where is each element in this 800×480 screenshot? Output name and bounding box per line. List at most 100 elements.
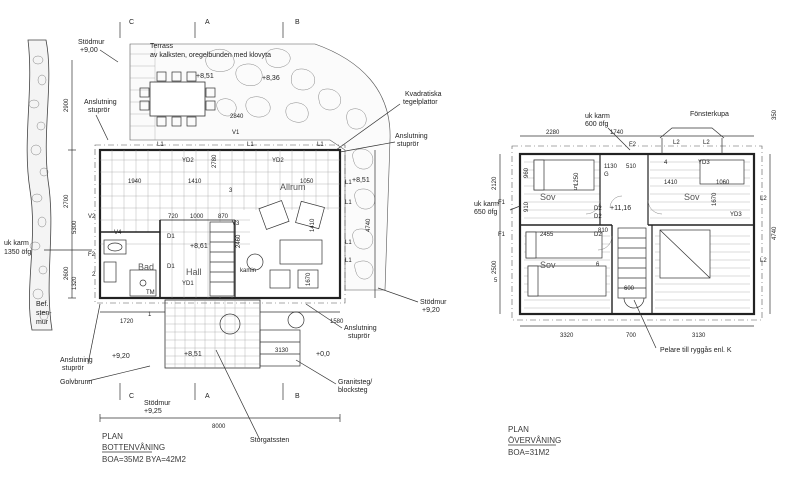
svg-text:4740: 4740 bbox=[772, 226, 778, 240]
svg-text:2600: 2600 bbox=[64, 266, 70, 280]
svg-text:uk karm: uk karm bbox=[474, 201, 499, 208]
svg-text:720: 720 bbox=[168, 214, 179, 220]
svg-text:8000: 8000 bbox=[212, 424, 226, 430]
svg-text:350: 350 bbox=[772, 109, 778, 120]
svg-text:blocksteg: blocksteg bbox=[338, 387, 368, 394]
bathroom-fixtures bbox=[103, 239, 157, 297]
svg-text:+9,20: +9,20 bbox=[422, 307, 440, 314]
svg-text:Golvbrunn: Golvbrunn bbox=[60, 379, 92, 386]
svg-text:510: 510 bbox=[626, 164, 637, 170]
svg-text:C: C bbox=[129, 393, 134, 400]
stair-hall bbox=[209, 221, 235, 297]
svg-text:L1: L1 bbox=[345, 258, 352, 264]
living-room-furniture bbox=[246, 200, 325, 289]
svg-text:L2: L2 bbox=[673, 140, 680, 146]
svg-text:B: B bbox=[295, 393, 300, 400]
svg-text:+9,20: +9,20 bbox=[112, 353, 130, 360]
upper-stair bbox=[617, 227, 647, 309]
svg-text:+9,00: +9,00 bbox=[80, 47, 98, 54]
svg-text:1740: 1740 bbox=[610, 130, 624, 136]
svg-text:2460: 2460 bbox=[236, 234, 242, 248]
svg-text:2780: 2780 bbox=[212, 154, 218, 168]
svg-text:1410: 1410 bbox=[310, 218, 316, 232]
svg-text:700: 700 bbox=[626, 333, 637, 339]
svg-text:L2: L2 bbox=[760, 196, 767, 202]
svg-text:D2: D2 bbox=[594, 232, 602, 238]
svg-text:1720: 1720 bbox=[120, 319, 134, 325]
upper-door-swings bbox=[585, 195, 663, 251]
stone-wall-left bbox=[26, 39, 53, 331]
svg-text:1670: 1670 bbox=[306, 272, 312, 286]
svg-text:Stödmur: Stödmur bbox=[420, 299, 447, 306]
upper-tags: F2 L2 L2 YD3 F1 F1 D2 D2 D2 YD3 L2 L2 4 … bbox=[494, 140, 767, 284]
svg-text:600: 600 bbox=[624, 286, 635, 292]
svg-text:Stödmur: Stödmur bbox=[78, 39, 105, 46]
upper-foundation-outline bbox=[511, 145, 763, 321]
svg-text:BOTTENVÅNING: BOTTENVÅNING bbox=[102, 443, 165, 452]
entrance-paving bbox=[164, 299, 305, 369]
svg-text:1250: 1250 bbox=[574, 172, 580, 186]
svg-text:4: 4 bbox=[664, 160, 668, 166]
svg-text:870: 870 bbox=[218, 214, 229, 220]
svg-text:V1: V1 bbox=[232, 130, 240, 136]
level-1116: +11,16 bbox=[610, 205, 631, 212]
svg-text:D1: D1 bbox=[167, 264, 175, 270]
svg-text:Anslutning: Anslutning bbox=[344, 325, 377, 332]
svg-text:+8,51: +8,51 bbox=[184, 351, 202, 358]
svg-text:2700: 2700 bbox=[64, 194, 70, 208]
svg-text:YD3: YD3 bbox=[698, 160, 710, 166]
axis-markers-bottom: C A B bbox=[119, 383, 300, 400]
room-label-sov-1: Sov bbox=[540, 192, 556, 202]
svg-text:1050: 1050 bbox=[300, 179, 314, 185]
svg-text:6: 6 bbox=[596, 262, 600, 268]
svg-text:2455: 2455 bbox=[540, 232, 554, 238]
svg-text:2120: 2120 bbox=[492, 176, 498, 190]
svg-text:Stödmur: Stödmur bbox=[144, 400, 171, 407]
svg-text:F1: F1 bbox=[498, 200, 506, 206]
svg-text:tegelplattor: tegelplattor bbox=[403, 99, 438, 106]
svg-text:F2: F2 bbox=[88, 252, 96, 258]
svg-text:D1: D1 bbox=[167, 234, 175, 240]
svg-text:av kalksten, oregelbunden med: av kalksten, oregelbunden med klovyta bbox=[150, 52, 271, 59]
svg-text:L1: L1 bbox=[247, 142, 254, 148]
upper-beds bbox=[525, 159, 745, 297]
upper-leader-lines bbox=[509, 127, 657, 349]
svg-text:D2: D2 bbox=[594, 206, 602, 212]
svg-text:650 öfg: 650 öfg bbox=[474, 209, 497, 216]
svg-text:1320: 1320 bbox=[72, 276, 78, 290]
svg-text:Pelare till ryggås enl. K: Pelare till ryggås enl. K bbox=[660, 346, 732, 354]
bottom-leader-lines bbox=[44, 49, 419, 441]
svg-text:L2: L2 bbox=[703, 140, 710, 146]
terrace-paving bbox=[129, 43, 391, 291]
svg-text:1940: 1940 bbox=[128, 179, 142, 185]
svg-text:G: G bbox=[604, 172, 609, 178]
svg-text:PLAN: PLAN bbox=[508, 425, 529, 434]
svg-text:D2: D2 bbox=[594, 214, 602, 220]
svg-text:2: 2 bbox=[92, 272, 96, 278]
svg-text:2840: 2840 bbox=[230, 114, 244, 120]
interior-walls bbox=[100, 219, 236, 298]
bottom-title-block: PLAN BOTTENVÅNING BOA=35M2 BYA=42M2 bbox=[102, 432, 186, 464]
svg-text:stuprör: stuprör bbox=[62, 365, 84, 372]
svg-text:1350 öfg: 1350 öfg bbox=[4, 249, 31, 256]
axis-markers-top: C A B bbox=[119, 19, 300, 38]
svg-text:2280: 2280 bbox=[546, 130, 560, 136]
svg-text:L1: L1 bbox=[345, 240, 352, 246]
svg-text:Anslutning: Anslutning bbox=[60, 357, 93, 364]
svg-text:BOA=35M2 BYA=42M2: BOA=35M2 BYA=42M2 bbox=[102, 455, 186, 464]
svg-text:BOA=31M2: BOA=31M2 bbox=[508, 448, 550, 457]
bottom-exterior-dims: 2900 2700 5300 2600 1320 1720 1580 3130 … bbox=[64, 98, 372, 430]
svg-text:3130: 3130 bbox=[275, 348, 289, 354]
svg-text:1130: 1130 bbox=[604, 164, 618, 170]
svg-text:V2: V2 bbox=[88, 214, 96, 220]
svg-text:2500: 2500 bbox=[492, 260, 498, 274]
bottom-interior-dims: 1940 1410 1050 720 1000 870 2460 2780 14… bbox=[128, 114, 316, 286]
svg-text:TM: TM bbox=[146, 290, 155, 296]
bottom-level-labels: Stödmur +9,00 Terrass av kalksten, orege… bbox=[4, 39, 447, 444]
svg-text:L2: L2 bbox=[760, 258, 767, 264]
svg-text:4740: 4740 bbox=[366, 218, 372, 232]
svg-text:910: 910 bbox=[524, 201, 530, 212]
svg-text:C: C bbox=[129, 19, 134, 26]
svg-text:V3: V3 bbox=[232, 221, 240, 227]
room-label-sov-2: Sov bbox=[684, 192, 700, 202]
